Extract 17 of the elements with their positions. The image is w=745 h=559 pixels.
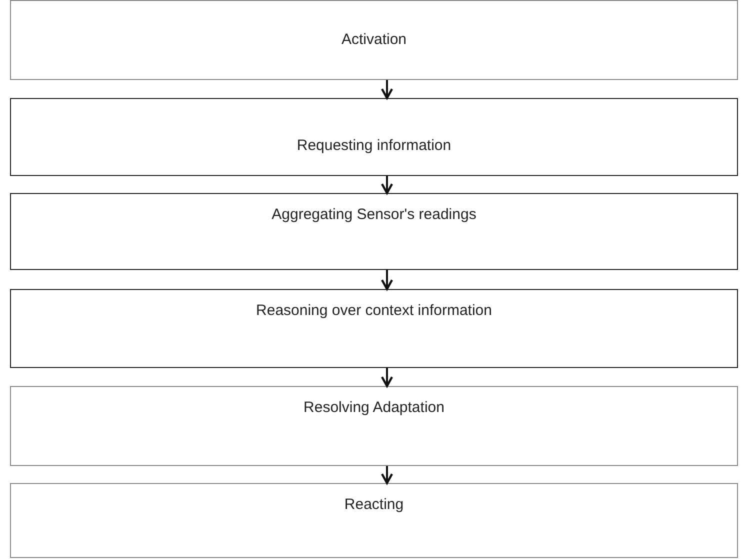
arrow bbox=[380, 80, 394, 100]
arrow bbox=[380, 176, 394, 194]
process-box bbox=[10, 0, 738, 80]
arrow bbox=[380, 368, 394, 388]
process-box bbox=[10, 386, 738, 466]
process-box bbox=[10, 193, 738, 270]
step-label: Resolving Adaptation bbox=[304, 398, 444, 418]
step-label: Aggregating Sensor's readings bbox=[272, 205, 476, 225]
step-label: Reacting bbox=[344, 495, 404, 515]
process-box bbox=[10, 289, 738, 368]
step-label: Requesting information bbox=[296, 136, 452, 156]
arrow bbox=[380, 466, 394, 484]
process-box bbox=[10, 98, 738, 176]
step-label: Activation bbox=[341, 30, 407, 50]
arrow bbox=[380, 270, 394, 290]
process-box bbox=[10, 483, 738, 558]
step-label: Reasoning over context information bbox=[256, 301, 492, 321]
